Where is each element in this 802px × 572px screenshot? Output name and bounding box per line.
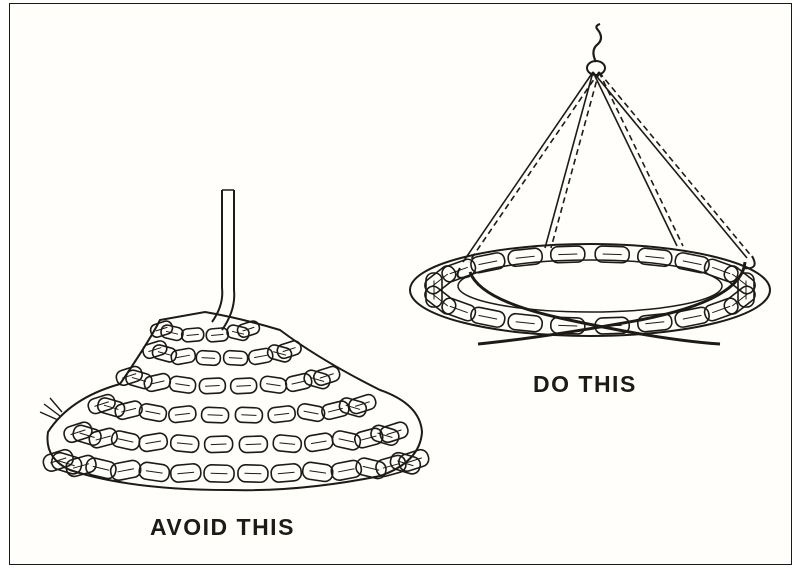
chain-end [40, 398, 62, 420]
chain-link-detail [645, 256, 664, 258]
chain-link-detail [175, 413, 190, 415]
chain-link-detail [279, 443, 295, 445]
chain-link-detail [241, 415, 256, 416]
chain-link-detail [148, 348, 161, 352]
ring-outer [410, 244, 770, 336]
chain-link-detail [558, 254, 577, 255]
chain-link-detail [339, 439, 354, 442]
chain-link-detail [117, 469, 133, 472]
chain-link-detail [211, 444, 227, 445]
chain-link-detail [202, 358, 215, 359]
chain-link-detail [479, 261, 498, 265]
chain-link-detail [683, 261, 702, 265]
chain-link-detail [236, 385, 251, 386]
chain-link-detail [121, 408, 136, 412]
chain-ring-do [410, 24, 770, 344]
chain-link-detail [254, 355, 267, 357]
chain-link-detail [387, 430, 402, 435]
chain-link-detail [304, 411, 319, 414]
ring-inner [458, 260, 722, 312]
chain-link-detail [274, 413, 289, 415]
chain-link-detail [177, 355, 190, 357]
chain-link-detail [292, 381, 306, 384]
chain-link-detail [187, 334, 199, 335]
chain-link-detail [205, 385, 220, 386]
chain-link-detail [96, 436, 111, 440]
chain-link-detail [273, 352, 286, 356]
chain-link-detail [278, 472, 295, 473]
lifting-line-right [222, 190, 234, 330]
chain-link-detail [516, 256, 535, 258]
chain-pile-avoid [40, 190, 431, 490]
lifting-line-left [212, 190, 222, 322]
chain-link-detail [246, 444, 262, 445]
crane-hook [593, 24, 601, 62]
chain-link-detail [266, 384, 280, 386]
chain-link-detail [683, 315, 702, 319]
spreader-bar [470, 272, 720, 344]
chain-link-detail [311, 441, 326, 444]
bar-hook [458, 268, 470, 278]
chain-link-detail [516, 322, 535, 324]
chain-link-detail [118, 439, 133, 442]
sling-leg [463, 72, 593, 262]
chain-link-detail [145, 411, 160, 414]
caption-do-this: DO THIS [533, 371, 637, 398]
sling-leg [545, 72, 593, 248]
chain-link-detail [208, 415, 223, 416]
chain-link-detail [211, 334, 223, 335]
caption-avoid-this: AVOID THIS [150, 514, 295, 541]
chain-link-detail [558, 325, 577, 326]
chain-link-detail [309, 471, 326, 473]
chain-link-detail [175, 384, 189, 386]
chain-link-detail [479, 315, 498, 319]
sling-leg-detail [469, 72, 599, 262]
chain-link-detail [645, 322, 664, 324]
chain-link-detail [338, 469, 354, 472]
chain-link-detail [229, 358, 242, 359]
chain-link-detail [603, 254, 622, 255]
chain-link-detail [177, 472, 194, 473]
chain-link-detail [145, 441, 160, 444]
chain-link-detail [146, 471, 163, 473]
hook-ring [587, 61, 605, 75]
chain-link-detail [177, 443, 193, 445]
